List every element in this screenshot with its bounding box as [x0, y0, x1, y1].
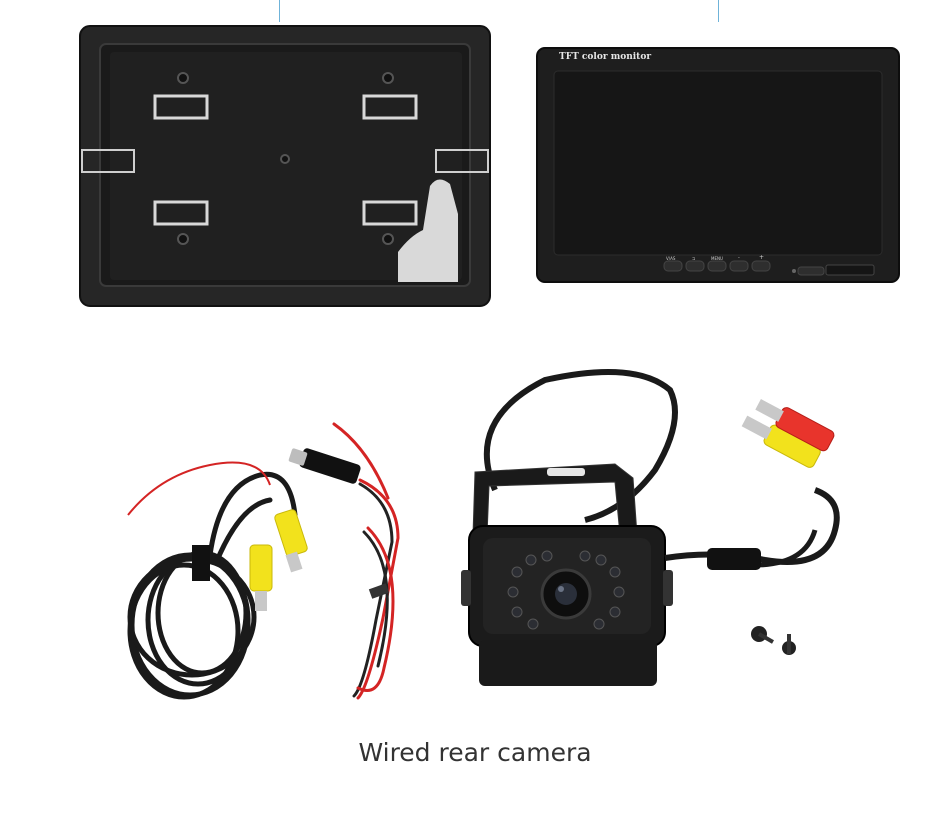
coiled-cable-image — [127, 461, 308, 700]
monitor-brand-label: TFT color monitor — [559, 52, 652, 62]
power-lead-image — [288, 422, 400, 700]
product-caption: Wired rear camera — [358, 738, 592, 767]
tft-monitor-image — [536, 47, 900, 283]
guide-line-left — [279, 0, 280, 22]
rear-camera-image — [461, 369, 840, 686]
monitor-button-label-vas: V/AS — [666, 256, 676, 261]
tft-monitor: TFT color monitor V/AS ⊐ MENU - + — [536, 47, 900, 283]
guide-line-right — [718, 0, 719, 22]
mounting-bracket-image — [79, 25, 491, 307]
monitor-button-label-menu: MENU — [711, 256, 723, 261]
monitor-button-label-plus: + — [759, 254, 765, 261]
monitor-button-label-source: ⊐ — [692, 256, 696, 261]
monitor-button-label-minus: - — [738, 255, 740, 261]
mounting-screws-image — [751, 626, 796, 655]
